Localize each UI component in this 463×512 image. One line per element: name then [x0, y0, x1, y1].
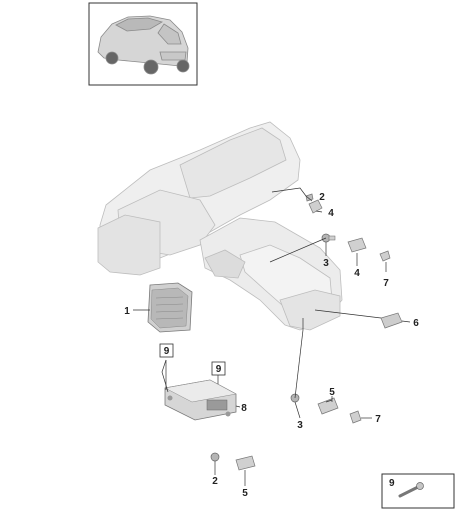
svg-text:9: 9: [164, 346, 170, 357]
screw-part-7-lower: [349, 410, 362, 424]
boxed-label-9-left: 9: [159, 343, 174, 358]
boxed-label-9-right: 9: [211, 361, 226, 376]
legend-box-9: 9: [381, 473, 455, 509]
callout-numbers: 1 2 4 3 4 7 6 5 3 7 8 2 5: [124, 192, 419, 499]
clip-part-2-lower: [210, 452, 220, 462]
callout-5-upper: 5: [329, 387, 335, 398]
callout-4: 4: [354, 268, 360, 279]
callout-4-upper: 4: [328, 208, 334, 219]
dashboard-assembly-icon: [97, 121, 343, 331]
control-module-part-8: [164, 379, 237, 421]
callout-7-upper: 7: [383, 278, 389, 289]
callout-2-upper: 2: [319, 192, 325, 203]
plug-part-5: [317, 397, 339, 415]
plug-part-6: [380, 312, 403, 329]
callout-3-upper: 3: [323, 258, 329, 269]
vehicle-thumbnail: [88, 2, 198, 86]
callout-7-lower: 7: [375, 414, 381, 425]
clip-part-2-upper: [305, 193, 314, 202]
callout-6: 6: [413, 318, 419, 329]
plug-part-4-upper: [308, 199, 323, 214]
callout-3-lower: 3: [297, 420, 303, 431]
callout-8: 8: [241, 403, 247, 414]
plug-part-5-lower: [235, 455, 256, 471]
leader-lines: [133, 187, 411, 486]
callout-2-lower: 2: [212, 476, 218, 487]
callout-1: 1: [124, 306, 130, 317]
screw-icon: [398, 482, 424, 498]
control-unit-part-1: [147, 282, 193, 333]
screw-part-7-upper: [379, 250, 391, 262]
svg-text:9: 9: [216, 364, 222, 375]
svg-text:9: 9: [389, 478, 395, 489]
clip-part-3-upper: [321, 233, 336, 243]
callout-5-lower: 5: [242, 488, 248, 499]
plug-part-4: [347, 237, 367, 253]
suv-rear-three-quarter-icon: [97, 15, 190, 75]
